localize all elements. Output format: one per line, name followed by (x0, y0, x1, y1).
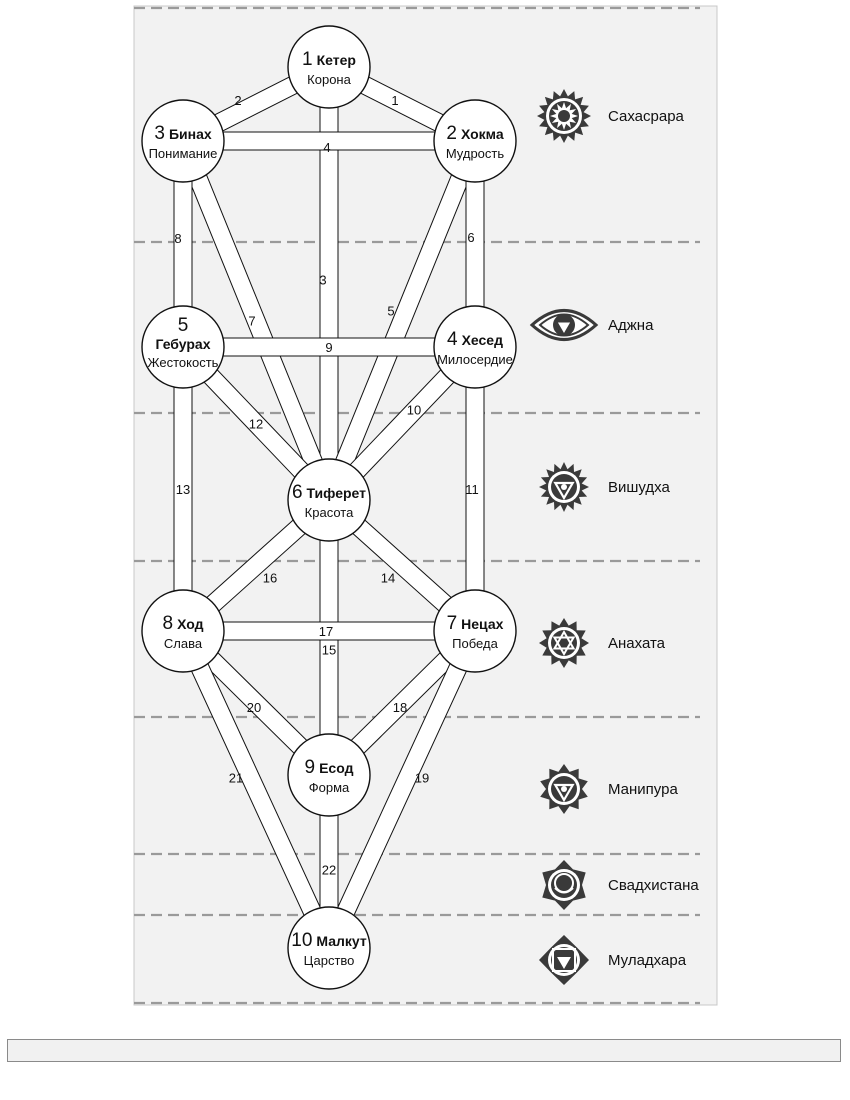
sefira-meaning: Красота (305, 505, 354, 520)
svadhisthana-icon (542, 860, 586, 910)
sefira-meaning: Слава (164, 636, 203, 651)
sefira-circle (287, 733, 371, 817)
sefira-circle (141, 589, 225, 673)
caption-bar (7, 1039, 841, 1062)
sefira-circle (433, 305, 517, 389)
path-number-label: 9 (325, 340, 332, 355)
sefira-title: 5 (178, 315, 189, 336)
diagram-panel (133, 5, 718, 1006)
path-13: 13 (173, 347, 193, 631)
path-number-label: 5 (387, 304, 394, 319)
manipura-icon (540, 764, 588, 814)
sefira-circle (287, 906, 371, 990)
sefira-meaning: Царство (304, 953, 355, 968)
sefira-circle (287, 25, 371, 109)
chakra-label: Свадхистана (608, 877, 699, 894)
path-number-label: 17 (319, 624, 333, 639)
path-11: 11 (465, 347, 485, 631)
path-17: 17 (183, 621, 475, 641)
chakra-svadhisthana: Свадхистана (542, 860, 699, 910)
sefira-meaning: Жестокость (148, 355, 219, 370)
sefira-circle (287, 458, 371, 542)
sefira-meaning: Милосердие (437, 352, 513, 367)
sefira-circle (433, 99, 517, 183)
sefira-meaning: Корона (307, 72, 351, 87)
chakra-layer: СахасрараАджнаВишудхаАнахатаМанипураСвад… (529, 89, 699, 985)
path-number-label: 12 (249, 417, 263, 432)
vishuddha-icon (539, 462, 589, 512)
path-number-label: 2 (234, 93, 241, 108)
path-number-label: 15 (322, 643, 336, 658)
path-number-label: 16 (263, 571, 277, 586)
path-5: 5 (320, 137, 484, 504)
path-number-label: 7 (248, 314, 255, 329)
sefira-meaning: Мудрость (446, 146, 505, 161)
chakra-label: Аджна (608, 317, 654, 334)
path-number-label: 19 (415, 771, 429, 786)
chakra-muladhara: Муладхара (539, 935, 687, 985)
muladhara-icon (539, 935, 589, 985)
anahata-icon (539, 618, 589, 668)
sefira-circle (141, 305, 225, 389)
sefira-circle (141, 99, 225, 183)
path-number-label: 1 (391, 93, 398, 108)
chakra-label: Сахасрара (608, 108, 685, 125)
path-9: 9 (183, 337, 475, 357)
path-number-label: 11 (465, 482, 479, 497)
path-number-label: 21 (229, 771, 243, 786)
chakra-vishuddha: Вишудха (539, 462, 671, 512)
path-number-label: 4 (323, 140, 330, 155)
path-number-label: 3 (319, 273, 326, 288)
chakra-label: Манипура (608, 781, 678, 798)
path-number-label: 6 (467, 230, 474, 245)
path-number-label: 10 (407, 403, 421, 418)
sefira-meaning: Понимание (149, 146, 218, 161)
sefira-circle (433, 589, 517, 673)
path-number-label: 13 (176, 482, 190, 497)
chakra-label: Вишудха (608, 479, 671, 496)
path-4: 4 (183, 131, 475, 155)
path-21: 21 (174, 627, 338, 952)
sefira-meaning: Победа (452, 636, 498, 651)
sefira-name: Гебурах (155, 336, 210, 352)
path-number-label: 20 (247, 700, 261, 715)
chakra-label: Анахата (608, 635, 666, 652)
chakra-anahata: Анахата (539, 618, 666, 668)
chakra-sahasrara: Сахасрара (537, 89, 685, 143)
path-7: 7 (174, 137, 338, 504)
ajna-icon (529, 309, 599, 341)
chakra-label: Муладхара (608, 952, 687, 969)
chakra-manipura: Манипура (540, 764, 678, 814)
path-number-label: 18 (393, 700, 407, 715)
sahasrara-icon (537, 89, 591, 143)
path-number-label: 14 (381, 571, 395, 586)
chakra-ajna: Аджна (529, 309, 654, 341)
path-19: 19 (320, 627, 484, 952)
path-number-label: 8 (174, 231, 181, 246)
sefira-meaning: Форма (309, 780, 350, 795)
path-number-label: 22 (322, 863, 336, 878)
